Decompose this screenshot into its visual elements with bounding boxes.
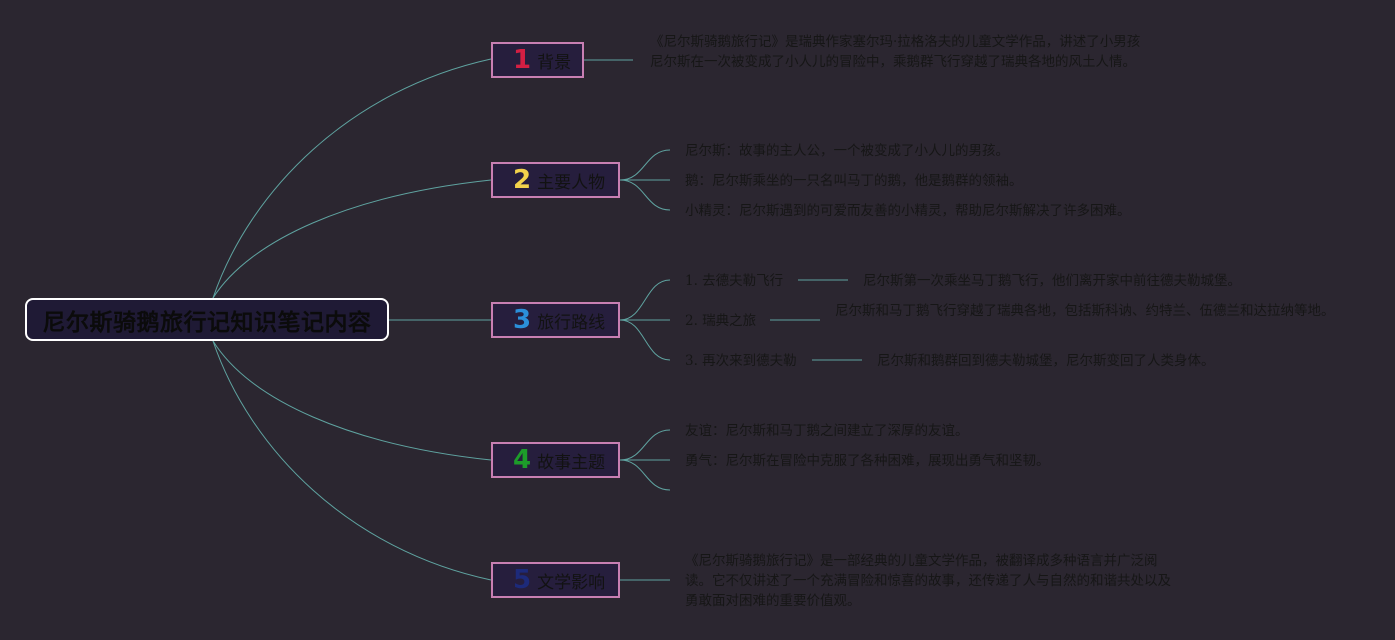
connector-root-branch-5 <box>212 340 492 581</box>
branch-number-2: 2 <box>513 165 532 195</box>
branch-node-story-theme[interactable]: 4 故事主题 <box>491 442 620 478</box>
branch-label-literary-influence: 文学影响 <box>537 572 606 593</box>
connector-branch-2-item-3 <box>619 179 671 211</box>
leaf-route-step-1: 1. 去德夫勒飞行 <box>685 273 784 289</box>
leaf-route-step-2: 2. 瑞典之旅 <box>685 313 757 329</box>
leaf-route-step-2-detail: 尼尔斯和马丁鹅飞行穿越了瑞典各地，包括斯科讷、约特兰、伍德兰和达拉纳等地。 <box>835 303 1335 319</box>
leaf-route-step-3: 3. 再次来到德夫勒 <box>685 353 797 369</box>
branch-number-4: 4 <box>513 445 532 475</box>
branch-node-travel-route[interactable]: 3 旅行路线 <box>491 302 620 338</box>
leaf-route-step-3-detail: 尼尔斯和鹅群回到德夫勒城堡，尼尔斯变回了人类身体。 <box>877 353 1215 369</box>
connector-branch-2-item-1 <box>619 149 671 181</box>
leaf-character-goose: 鹅：尼尔斯乘坐的一只名叫马丁的鹅，他是鹅群的领袖。 <box>685 173 1023 189</box>
branch-node-main-characters[interactable]: 2 主要人物 <box>491 162 620 198</box>
branch-node-background[interactable]: 1 背景 <box>491 42 584 78</box>
connector-branch-3-item-1 <box>619 279 671 321</box>
branch-label-story-theme: 故事主题 <box>537 452 606 473</box>
connector-branch-4-item-1 <box>619 429 671 461</box>
branch-number-1: 1 <box>513 45 532 75</box>
branch-label-travel-route: 旅行路线 <box>537 312 606 333</box>
root-node[interactable]: 尼尔斯骑鹅旅行记知识笔记内容 <box>25 298 389 341</box>
connector-root-branch-1 <box>212 58 492 299</box>
leaf-character-elf: 小精灵：尼尔斯遇到的可爱而友善的小精灵，帮助尼尔斯解决了许多困难。 <box>685 203 1131 219</box>
branch-number-3: 3 <box>513 305 532 335</box>
branch-number-5: 5 <box>513 565 532 595</box>
branch-node-literary-influence[interactable]: 5 文学影响 <box>491 562 620 598</box>
leaf-background-text: 《尼尔斯骑鹅旅行记》是瑞典作家塞尔玛·拉格洛夫的儿童文学作品，讲述了小男孩尼尔斯… <box>650 34 1141 70</box>
branch-label-background: 背景 <box>537 52 572 73</box>
leaf-theme-friendship: 友谊：尼尔斯和马丁鹅之间建立了深厚的友谊。 <box>685 423 969 439</box>
connector-root-branch-4 <box>212 340 492 461</box>
leaf-route-step-1-detail: 尼尔斯第一次乘坐马丁鹅飞行，他们离开家中前往德夫勒城堡。 <box>863 273 1241 289</box>
connector-branch-4-item-3 <box>619 459 671 491</box>
leaf-theme-courage: 勇气：尼尔斯在冒险中克服了各种困难，展现出勇气和坚韧。 <box>685 453 1050 469</box>
connector-root-branch-2 <box>212 179 492 299</box>
leaf-character-nils: 尼尔斯：故事的主人公，一个被变成了小人儿的男孩。 <box>685 143 1009 159</box>
branch-label-main-characters: 主要人物 <box>537 172 606 193</box>
leaf-literary-influence-text: 《尼尔斯骑鹅旅行记》是一部经典的儿童文学作品，被翻译成多种语言并广泛阅读。它不仅… <box>685 553 1171 609</box>
connector-branch-3-item-3 <box>619 319 671 361</box>
root-title: 尼尔斯骑鹅旅行记知识笔记内容 <box>42 309 372 336</box>
